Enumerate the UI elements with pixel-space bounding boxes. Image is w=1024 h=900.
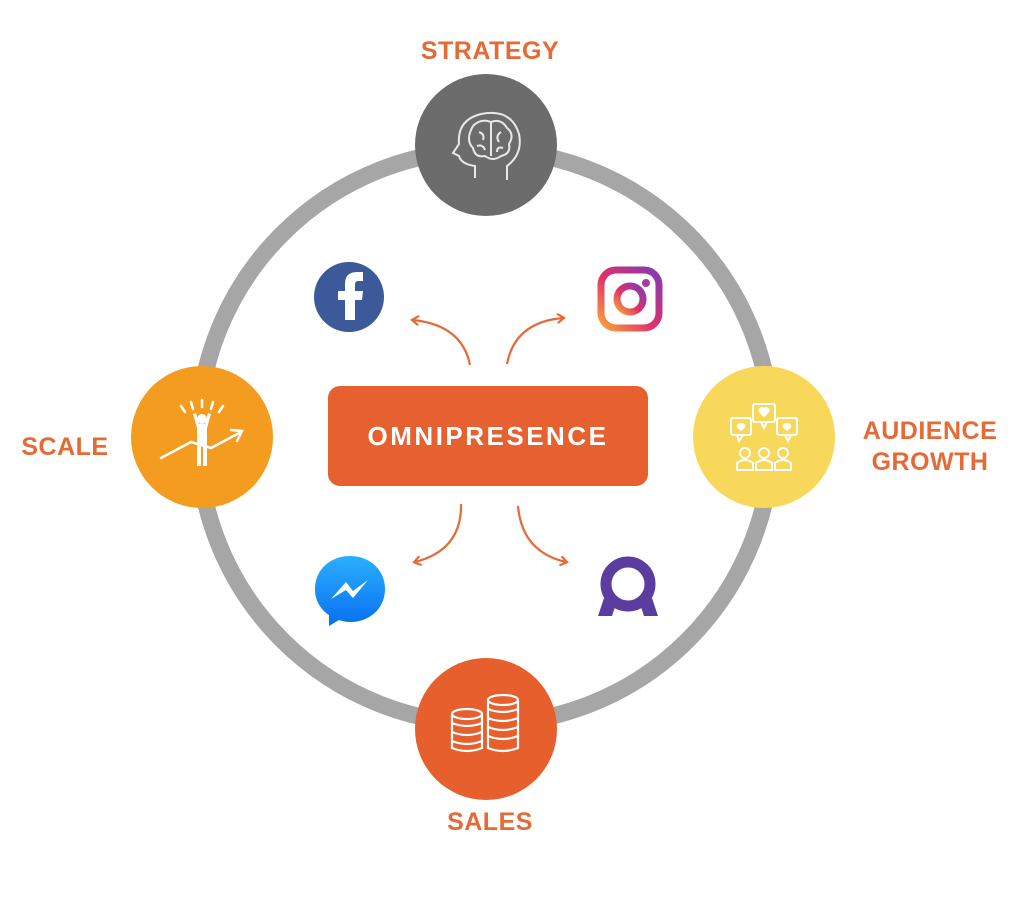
strategy-node (415, 74, 557, 216)
sales-node (415, 658, 557, 800)
omnipresence-box: OMNIPRESENCE (328, 386, 648, 486)
audience-label-line2: GROWTH (871, 448, 989, 476)
arrow-to-messenger (415, 503, 463, 562)
audience-growth-label: AUDIENCE GROWTH (850, 416, 1010, 478)
scale-label: SCALE (21, 433, 109, 461)
audience-chat-icon (730, 403, 798, 471)
person-growth-icon (159, 398, 244, 466)
sales-label: SALES (447, 808, 533, 836)
arrow-to-instagram (505, 318, 563, 365)
scale-node (131, 366, 273, 508)
omnipresence-label: OMNIPRESENCE (367, 420, 609, 451)
arrow-to-facebook (413, 320, 472, 366)
audience-label-line1: AUDIENCE (862, 417, 998, 445)
head-brain-icon (451, 112, 521, 180)
arrow-to-quuu (516, 505, 566, 562)
audience-growth-node (693, 366, 835, 508)
coin-stacks-icon (450, 693, 520, 753)
strategy-label: STRATEGY (420, 37, 560, 65)
